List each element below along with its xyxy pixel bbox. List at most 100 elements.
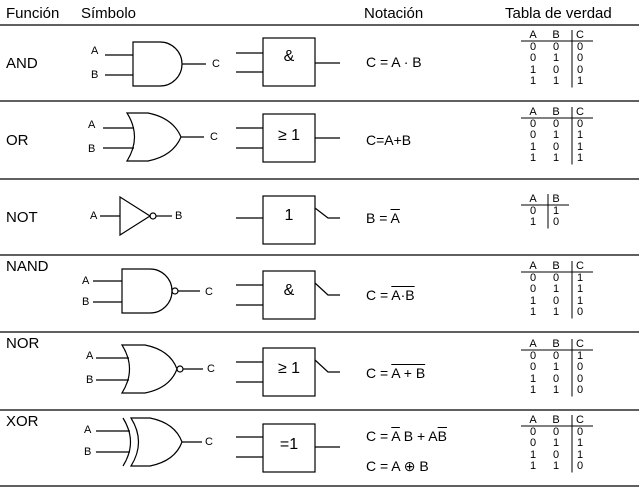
truth-table-header: B xyxy=(552,193,560,205)
notation-lhs: C = xyxy=(366,428,392,444)
truth-table-cell: 1 xyxy=(552,152,560,164)
pin-label-a: A xyxy=(90,210,98,222)
and-block xyxy=(236,37,340,87)
truth-table-cell: 1 xyxy=(529,306,537,318)
notation-negated: A xyxy=(390,210,400,226)
truth-table-cell: 0 xyxy=(576,306,584,318)
function-name-and: AND xyxy=(6,55,38,72)
pin-label-b: B xyxy=(91,69,99,81)
pin-label-b: B xyxy=(175,210,183,222)
truth-table-cell: 1 xyxy=(529,372,537,385)
block-symbol-nand: & xyxy=(283,282,295,299)
block-symbol-and: & xyxy=(283,48,295,65)
pin-label-a: A xyxy=(88,119,96,131)
notation-lhs: C = xyxy=(366,287,392,303)
and-gate xyxy=(105,41,206,87)
truth-table-cell: 1 xyxy=(552,204,560,217)
pin-label-c: C xyxy=(205,286,213,298)
notation-negated: B xyxy=(437,428,447,444)
pin-label-b: B xyxy=(82,296,90,308)
truth-table-cell: 0 xyxy=(576,361,584,373)
function-name-nand: NAND xyxy=(6,258,49,275)
truth-table-cell: 0 xyxy=(552,140,560,153)
nand-gate xyxy=(93,268,200,314)
notation-and: C = A · B xyxy=(366,54,422,70)
header-tabla: Tabla de verdad xyxy=(505,5,612,22)
truth-table-cell: 1 xyxy=(576,283,584,295)
notation-negated: A + B xyxy=(391,365,426,381)
header-funcion: Función xyxy=(6,5,60,22)
pin-label-a: A xyxy=(91,45,99,57)
pin-label-b: B xyxy=(84,446,92,458)
truth-table-header: A xyxy=(529,29,537,41)
truth-table-cell: 0 xyxy=(552,271,560,284)
truth-table-cell: 0 xyxy=(552,349,560,362)
truth-table-cell: 1 xyxy=(576,129,584,141)
not-gate xyxy=(100,195,172,237)
truth-table-cell: 0 xyxy=(529,271,537,284)
truth-table-cell: 0 xyxy=(552,216,560,228)
or-block xyxy=(236,113,340,163)
notation-nor: C = A + B xyxy=(366,366,425,380)
truth-table-cell: 0 xyxy=(529,204,537,217)
not-block xyxy=(236,195,340,245)
truth-table-cell: 0 xyxy=(552,63,560,76)
truth-table-cell: 1 xyxy=(529,152,537,164)
truth-table-cell: 0 xyxy=(529,349,537,362)
notation-lhs: C = xyxy=(366,365,392,381)
truth-table-cell: 1 xyxy=(576,349,584,362)
truth-table-header: A xyxy=(529,414,537,426)
notation-lhs: B = xyxy=(366,210,391,226)
truth-table-cell: 0 xyxy=(529,425,537,438)
pin-label-c: C xyxy=(207,363,215,375)
truth-table-cell: 0 xyxy=(576,372,584,385)
truth-table-cell: 0 xyxy=(552,448,560,461)
truth-table-cell: 1 xyxy=(529,460,537,472)
truth-table-cell: 0 xyxy=(576,52,584,64)
pin-label-c: C xyxy=(205,436,213,448)
truth-table-cell: 0 xyxy=(529,361,537,373)
block-symbol-not: 1 xyxy=(284,207,294,224)
truth-table-cell: 0 xyxy=(529,437,537,449)
notation-xor-expanded: C = A B + AB xyxy=(366,429,447,443)
or-gate xyxy=(103,112,204,162)
notation-xor-symbol: C = A ⊕ B xyxy=(366,458,429,474)
truth-table-cell: 1 xyxy=(529,63,537,76)
truth-table-cell: 1 xyxy=(576,75,584,87)
truth-table-header: C xyxy=(576,29,584,41)
truth-table-cell: 1 xyxy=(552,75,560,87)
truth-table-cell: 0 xyxy=(552,425,560,438)
notation-negated: A xyxy=(391,428,400,444)
truth-table-cell: 1 xyxy=(552,361,560,373)
function-name-not: NOT xyxy=(6,209,38,226)
truth-table-cell: 1 xyxy=(529,384,537,396)
truth-table-cell: 0 xyxy=(529,283,537,295)
truth-table-cell: 1 xyxy=(529,216,537,228)
truth-table-cell: 0 xyxy=(576,460,584,472)
pin-label-a: A xyxy=(86,350,94,362)
truth-table-cell: 1 xyxy=(552,129,560,141)
xor-gate xyxy=(96,417,202,467)
truth-table-cell: 1 xyxy=(529,75,537,87)
pin-label-c: C xyxy=(210,131,218,143)
truth-table-cell: 0 xyxy=(529,117,537,130)
truth-table-cell: 0 xyxy=(552,117,560,130)
header-notacion: Notación xyxy=(364,5,424,22)
pin-label-a: A xyxy=(82,275,90,287)
function-name-nor: NOR xyxy=(6,335,40,352)
notation-nand: C = A·B xyxy=(366,288,415,302)
truth-table-cell: 1 xyxy=(576,437,584,449)
notation-negated: A·B xyxy=(391,287,415,303)
truth-table-cell: 0 xyxy=(576,384,584,396)
notation-or: C=A+B xyxy=(366,132,412,148)
truth-table-header: B xyxy=(552,414,560,426)
nor-block xyxy=(236,347,340,397)
truth-table-cell: 1 xyxy=(529,448,537,461)
truth-table-cell: 1 xyxy=(576,448,584,461)
truth-table-cell: 1 xyxy=(529,294,537,307)
truth-table-cell: 1 xyxy=(552,283,560,295)
truth-table-cell: 1 xyxy=(552,437,560,449)
pin-label-a: A xyxy=(84,424,92,436)
